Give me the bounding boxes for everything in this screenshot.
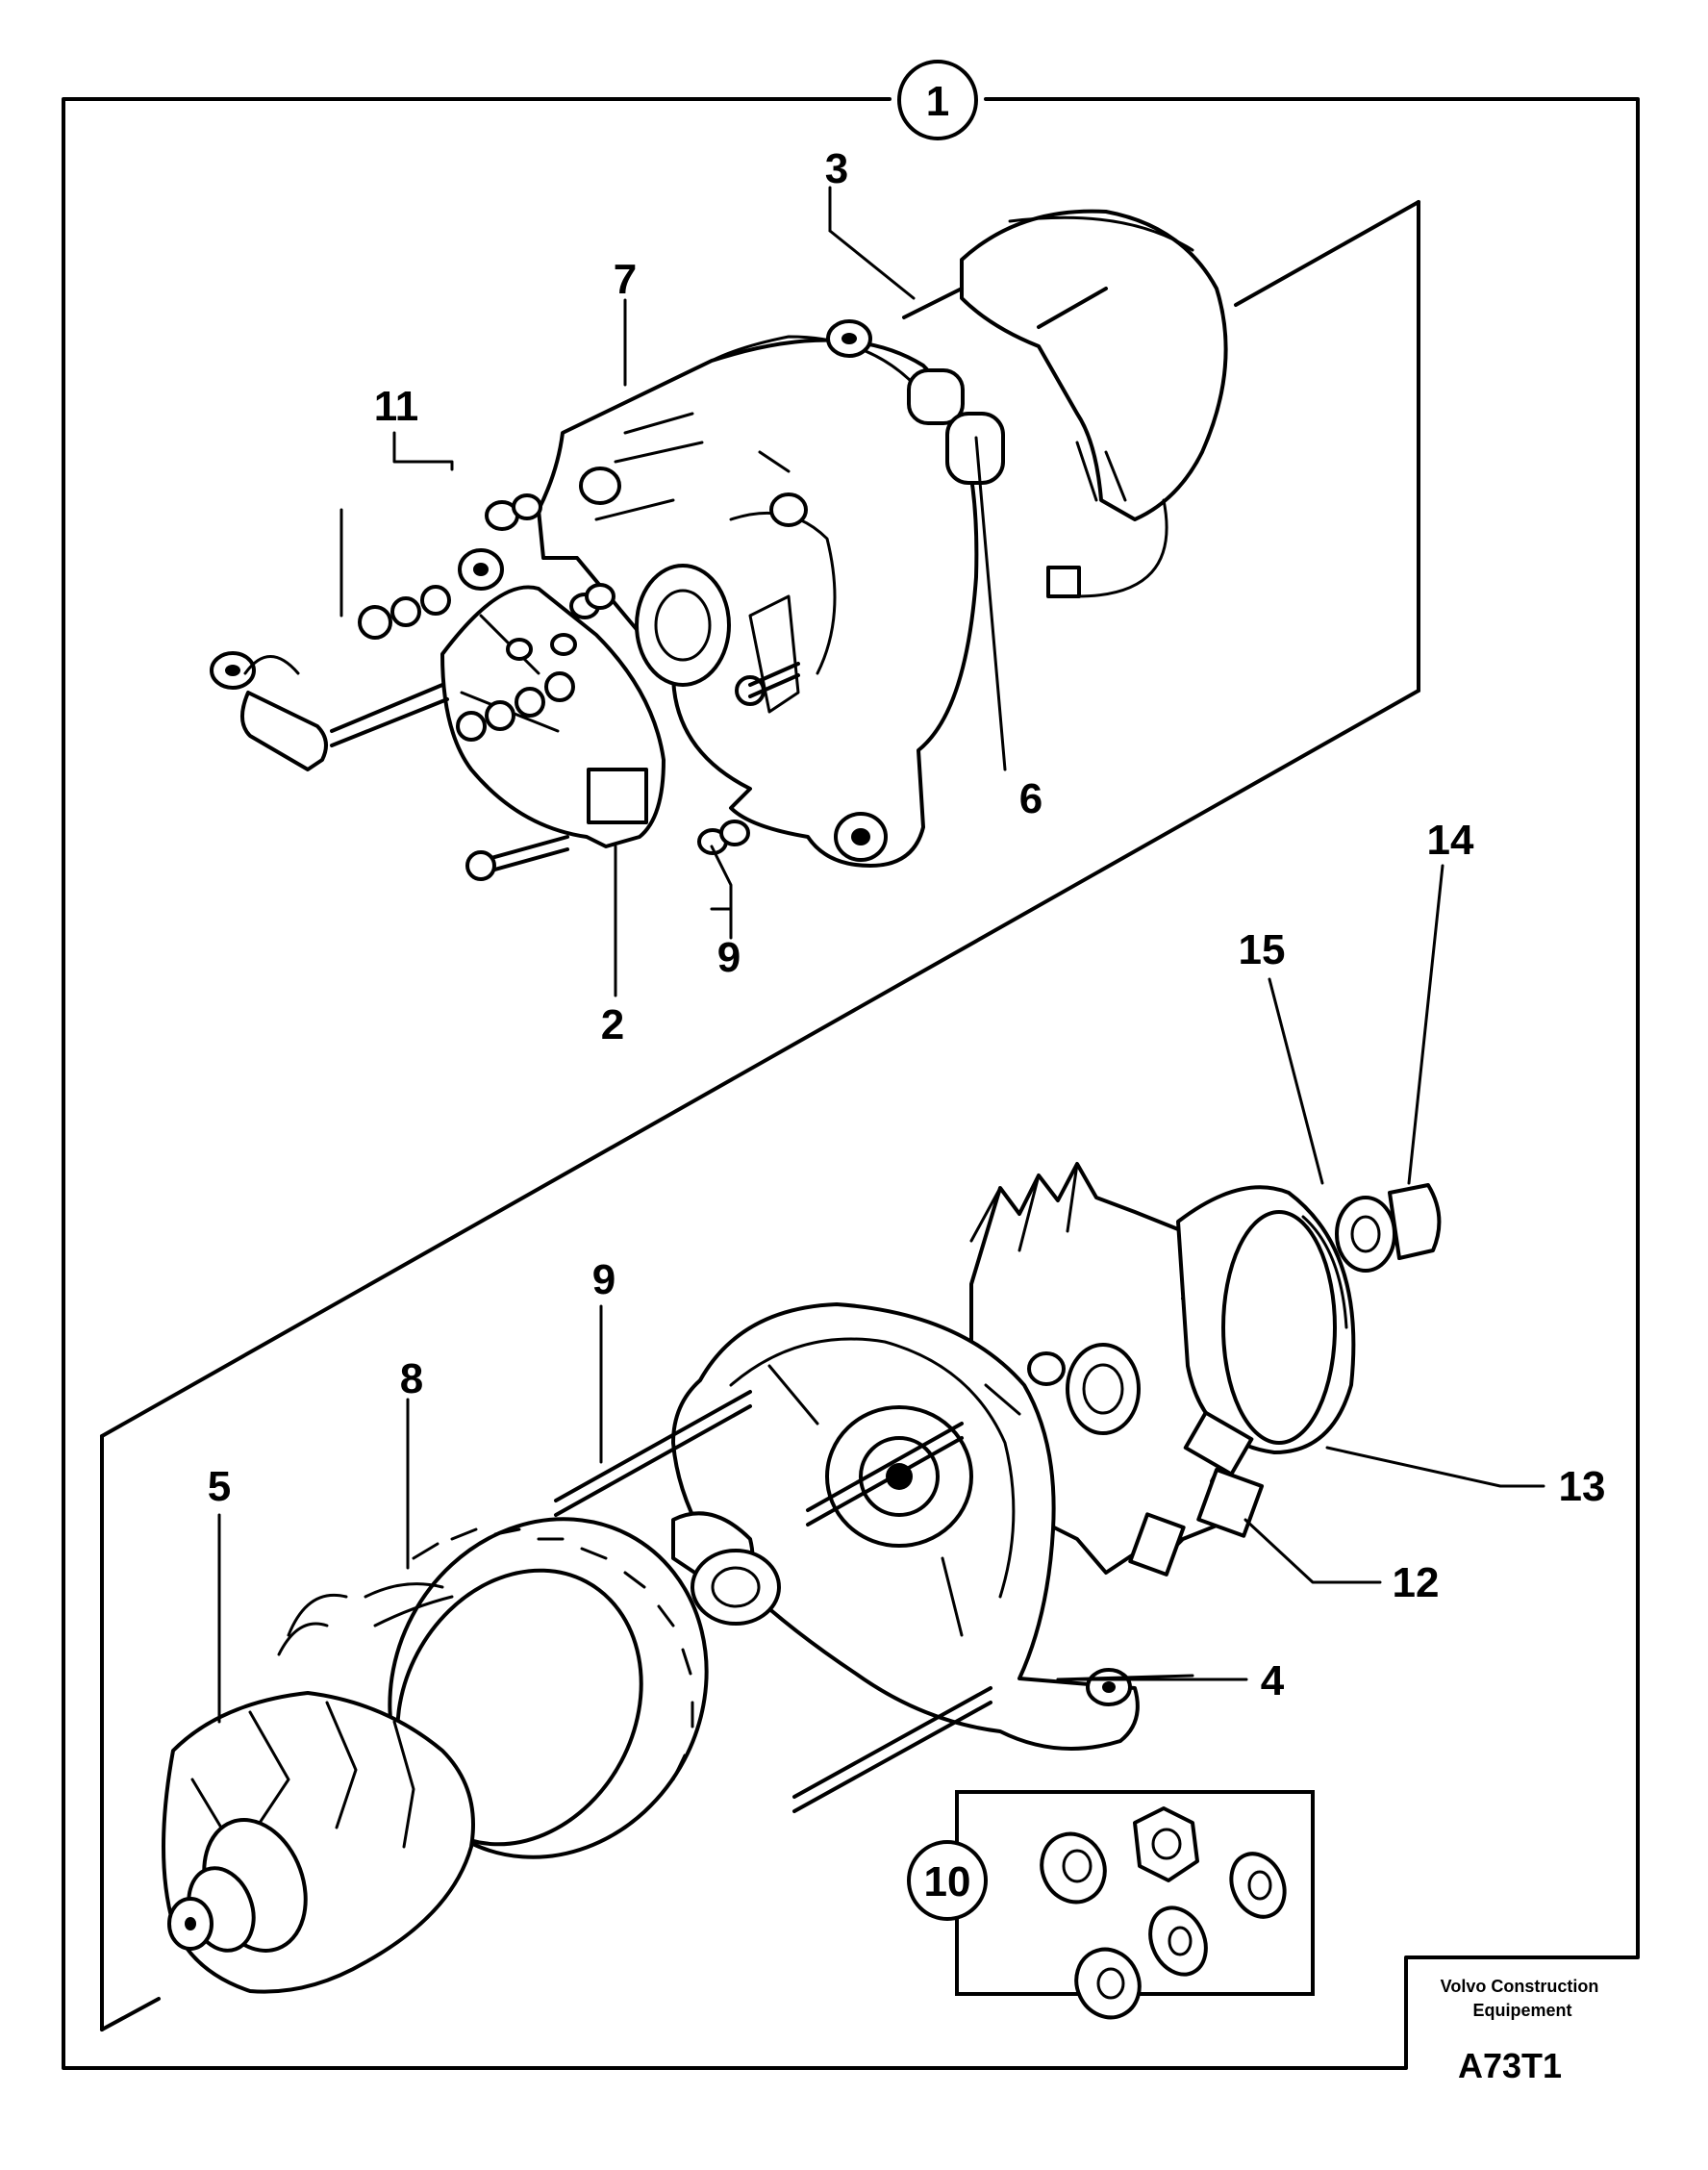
svg-text:1: 1 [926, 78, 949, 125]
callout-6: 6 [1019, 775, 1042, 822]
rotor-5 [162, 1593, 475, 1994]
company-subtitle: Equipement [1472, 2001, 1571, 2020]
diode-plate-2 [440, 585, 666, 848]
callout-labels: 3 7 11 6 9 2 14 15 9 8 5 13 12 4 [208, 145, 1606, 1704]
callout-7: 7 [614, 256, 637, 303]
callout-2: 2 [601, 1001, 624, 1048]
title-block: Volvo Construction Equipement A73T1 [1441, 1977, 1599, 2085]
group-callout-1: 1 [897, 60, 978, 140]
brush-holder-3 [826, 209, 1228, 598]
upper-bracket-lines [100, 200, 1420, 2031]
callout-9-upper: 9 [717, 934, 741, 981]
callout-5: 5 [208, 1463, 231, 1510]
callout-3: 3 [825, 145, 848, 192]
reference-code: A73T1 [1458, 2046, 1562, 2085]
callout-13: 13 [1559, 1463, 1606, 1510]
svg-text:10: 10 [924, 1858, 971, 1905]
callout-8: 8 [400, 1355, 423, 1402]
rear-housing-7 [537, 335, 979, 868]
callout-15: 15 [1239, 926, 1286, 973]
company-name: Volvo Construction [1441, 1977, 1599, 1996]
callout-9-lower: 9 [592, 1256, 615, 1303]
callout-14: 14 [1427, 817, 1474, 864]
through-bolts-9 [554, 1390, 992, 1813]
capacitor-and-hardware-11 [210, 493, 800, 881]
lower-leader-lines [217, 864, 1545, 1724]
front-housing-4 [671, 1302, 1140, 1751]
callout-11: 11 [374, 383, 419, 430]
upper-leader-lines [339, 186, 1007, 997]
kit-box-10: 10 [907, 1790, 1315, 2020]
callout-12: 12 [1393, 1559, 1440, 1606]
callout-4: 4 [1261, 1657, 1285, 1704]
outer-frame [62, 97, 1640, 2070]
